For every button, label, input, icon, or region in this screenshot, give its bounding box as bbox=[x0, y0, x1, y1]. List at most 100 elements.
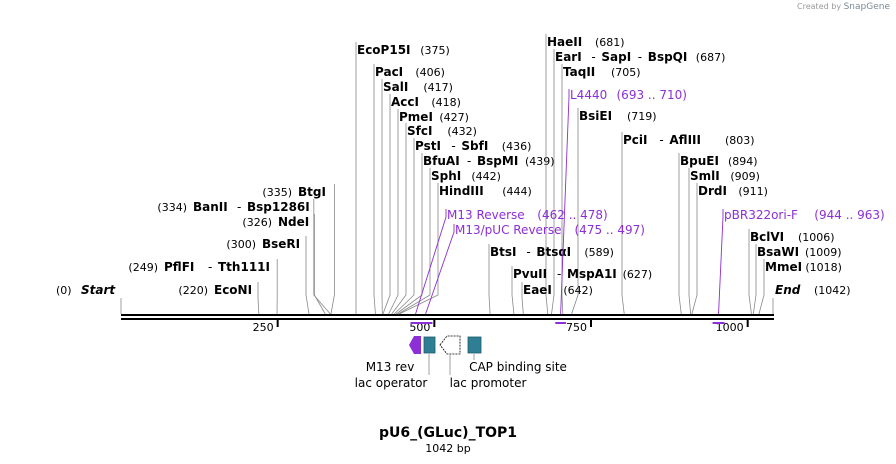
enzyme-name: PciI bbox=[623, 133, 648, 147]
site-leader-line bbox=[571, 108, 579, 315]
end-marker: End(1042) bbox=[772, 283, 851, 314]
site-leader-line bbox=[691, 183, 698, 315]
enzyme-name: EcoNI bbox=[214, 283, 252, 297]
name-separator: - bbox=[557, 267, 561, 281]
site-pflfi[interactable]: (249)PflFI-Tth111I bbox=[128, 259, 278, 315]
site-position: (335) bbox=[262, 186, 292, 199]
site-bsawi[interactable]: BsaWI(1009) bbox=[752, 244, 842, 315]
site-position: (406) bbox=[415, 66, 445, 79]
site-hindiii[interactable]: HindIII (444) bbox=[399, 183, 532, 315]
enzyme-name: PflFI bbox=[164, 260, 194, 274]
primer-range: (693 .. 710) bbox=[617, 88, 687, 102]
site-position: (894) bbox=[728, 155, 758, 168]
feature-m13-rev: M13 rev bbox=[366, 360, 415, 374]
lac-operator-box[interactable] bbox=[423, 336, 436, 354]
enzyme-name: BspQI bbox=[648, 50, 688, 64]
site-position: (439) bbox=[525, 155, 555, 168]
feature-lac-promoter: lac promoter bbox=[450, 376, 527, 390]
site-bpuei[interactable]: BpuEI(894) bbox=[678, 153, 758, 315]
enzyme-name: HaeII bbox=[547, 35, 582, 49]
enzyme-name: BtsI bbox=[490, 245, 517, 259]
site-position: (444) bbox=[502, 185, 532, 198]
site-leader-line bbox=[621, 132, 625, 315]
site-sfci[interactable]: SfcI(432) bbox=[391, 123, 477, 315]
site-leader-line bbox=[511, 266, 515, 315]
site-smli[interactable]: SmlI(909) bbox=[688, 168, 760, 315]
site-banii[interactable]: (334)BanII-Bsp1286I bbox=[157, 199, 331, 315]
m13-rev-arrow[interactable] bbox=[409, 336, 421, 354]
site-pcii[interactable]: PciI-AflIII(803) bbox=[621, 132, 755, 315]
site-acci[interactable]: AccI(418) bbox=[382, 94, 461, 315]
primer-l4440[interactable]: L4440(693 .. 710) bbox=[555, 88, 687, 324]
site-position: (687) bbox=[696, 51, 726, 64]
enzyme-name: BtgI bbox=[298, 185, 326, 199]
enzyme-name: DrdI bbox=[698, 184, 727, 198]
site-haeii[interactable]: HaeII(681) bbox=[545, 34, 625, 315]
site-eaei[interactable]: EaeI(642) bbox=[521, 282, 593, 315]
site-position: (427) bbox=[439, 111, 469, 124]
site-leader-line bbox=[257, 282, 260, 315]
site-position: (432) bbox=[447, 125, 477, 138]
site-pvuii[interactable]: PvuII-MspA1I(627) bbox=[511, 266, 653, 315]
site-paci[interactable]: PacI (406) bbox=[373, 64, 445, 315]
site-sali[interactable]: SalI(417) bbox=[381, 79, 453, 315]
site-leader-line bbox=[551, 49, 555, 315]
site-taqii[interactable]: TaqII(705) bbox=[561, 64, 641, 315]
site-btsi[interactable]: BtsI - BtsαI (589) bbox=[488, 244, 614, 315]
snapgene-logo: SnapGene bbox=[843, 2, 890, 12]
enzyme-name: BsiEI bbox=[579, 109, 612, 123]
site-leader-line bbox=[488, 244, 491, 315]
enzyme-name: AflIII bbox=[669, 133, 701, 147]
site-sphi[interactable]: SphI(442) bbox=[397, 168, 501, 315]
site-position: (589) bbox=[584, 246, 614, 259]
site-position: (803) bbox=[725, 134, 755, 147]
primer-leader bbox=[425, 224, 455, 315]
site-btgi[interactable]: (335) BtgI bbox=[262, 184, 335, 315]
primer-leader bbox=[560, 89, 570, 315]
site-pmei[interactable]: PmeI(427) bbox=[388, 109, 469, 315]
ruler-tick-label: 500 bbox=[409, 321, 430, 334]
ruler-tick-label: 250 bbox=[253, 321, 274, 334]
site-drdi[interactable]: DrdI(911) bbox=[691, 183, 768, 315]
primer-m13-reverse[interactable]: M13 Reverse(462 .. 478) bbox=[410, 208, 608, 324]
primer-m13-puc-reverse[interactable]: M13/pUC Reverse(475 .. 497) bbox=[418, 223, 645, 324]
site-econi[interactable]: (220) EcoNI bbox=[178, 282, 260, 315]
name-separator: - bbox=[467, 154, 471, 168]
start-position: (0) bbox=[56, 284, 72, 297]
lac-promoter-arrow[interactable] bbox=[439, 335, 461, 355]
site-leader-line bbox=[382, 94, 391, 315]
enzyme-name: HindIII bbox=[439, 184, 484, 198]
site-leader-line bbox=[399, 183, 439, 315]
primer-pbr322ori-f[interactable]: pBR322ori-F(944 .. 963) bbox=[712, 208, 885, 324]
site-leader-line bbox=[758, 259, 765, 315]
cap-binding-site-box[interactable] bbox=[467, 336, 482, 354]
enzyme-name: TaqII bbox=[563, 65, 595, 79]
site-psti[interactable]: PstI-SbfI(436) bbox=[393, 138, 532, 315]
site-ndei[interactable]: (326)NdeI bbox=[242, 214, 326, 315]
enzyme-name: PacI bbox=[375, 65, 403, 79]
site-position: (627) bbox=[623, 268, 653, 281]
site-position: (719) bbox=[627, 110, 657, 123]
site-position: (375) bbox=[420, 44, 450, 57]
site-ecop15i[interactable]: EcoP15I(375) bbox=[355, 42, 450, 315]
enzyme-name: Bsp1286I bbox=[247, 200, 310, 214]
site-bclvi[interactable]: BclVI(1006) bbox=[748, 229, 835, 315]
site-bsiei[interactable]: BsiEI (719) bbox=[571, 108, 657, 315]
site-bseri[interactable]: (300)BseRI bbox=[226, 236, 310, 315]
site-mmei[interactable]: MmeI(1018) bbox=[758, 259, 842, 315]
primer-leader bbox=[718, 209, 724, 315]
primer-range: (475 .. 497) bbox=[575, 223, 645, 237]
site-position: (220) bbox=[178, 284, 208, 297]
site-leader-line bbox=[752, 244, 757, 315]
site-bfuai[interactable]: BfuAI-BspMI(439) bbox=[395, 153, 555, 315]
enzyme-name: EaeI bbox=[523, 283, 552, 297]
site-leader-line bbox=[561, 64, 564, 315]
site-leader-line bbox=[678, 153, 682, 315]
site-leader-line bbox=[305, 236, 310, 315]
site-position: (436) bbox=[502, 140, 532, 153]
enzyme-name: BtsαI bbox=[536, 245, 571, 259]
site-position: (334) bbox=[157, 201, 187, 214]
site-eari[interactable]: EarI-SapI-BspQI(687) bbox=[551, 49, 726, 315]
